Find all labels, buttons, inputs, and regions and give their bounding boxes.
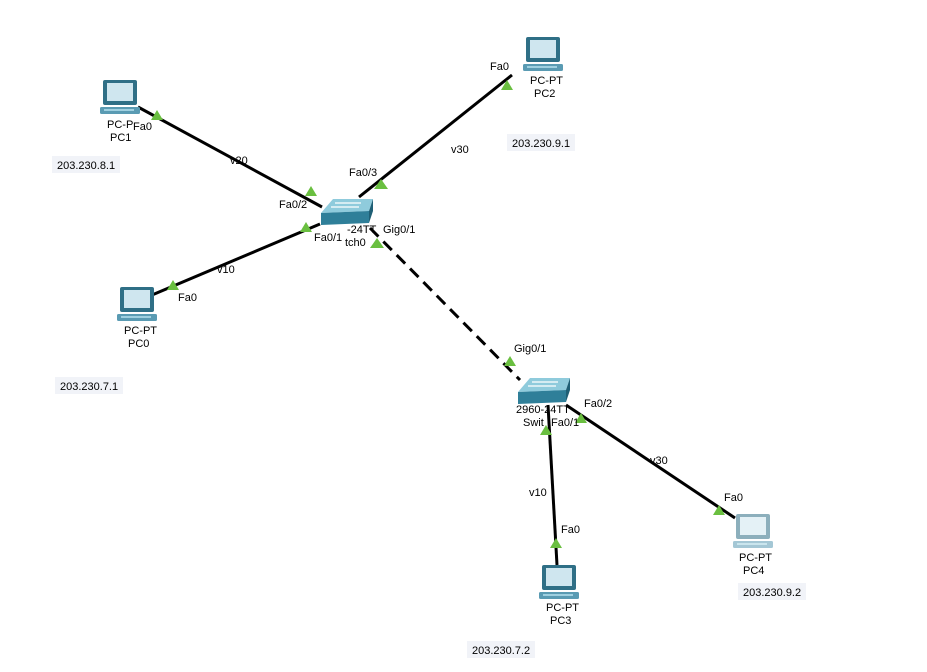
pc-icon[interactable] bbox=[733, 514, 773, 548]
device-pc3[interactable]: PC-PT PC3 bbox=[539, 565, 579, 627]
note-text: 203.230.7.2 bbox=[472, 645, 530, 657]
device-pc4-labels: PC-PT PC4 bbox=[739, 552, 772, 577]
vlan-labels: v20 v10 v30 v10 v30 bbox=[217, 144, 668, 499]
links bbox=[137, 73, 736, 566]
device-pc2[interactable]: PC-PT PC2 bbox=[523, 37, 563, 100]
pc-icon[interactable] bbox=[117, 287, 157, 321]
port-up-triangle bbox=[713, 505, 725, 515]
ip-note-pc4[interactable]: 203.230.9.2 bbox=[738, 583, 806, 600]
switch-icon[interactable] bbox=[517, 377, 571, 405]
pc-icon[interactable] bbox=[523, 37, 563, 71]
device-switch1[interactable]: 2960-24TT Swit bbox=[516, 377, 571, 429]
device-model: 2960-24TT bbox=[516, 404, 570, 416]
note-text: 203.230.9.2 bbox=[743, 587, 801, 599]
port-up-triangle bbox=[151, 110, 163, 120]
link-switch1-pc4[interactable] bbox=[565, 403, 736, 520]
port-status-markers bbox=[151, 80, 725, 548]
port-label: Fa0 bbox=[724, 492, 743, 504]
ip-note-pc3[interactable]: 203.230.7.2 bbox=[467, 641, 535, 658]
port-up-triangle bbox=[550, 538, 562, 548]
port-label: Gig0/1 bbox=[383, 224, 415, 236]
device-name: PC3 bbox=[550, 615, 571, 627]
note-text: 203.230.8.1 bbox=[57, 160, 115, 172]
device-model: PC-PT bbox=[546, 602, 579, 614]
port-label: Fa0 bbox=[133, 121, 152, 133]
link-pc1-switch0[interactable] bbox=[137, 105, 323, 209]
device-name: PC1 bbox=[110, 132, 131, 144]
device-name: Swit bbox=[523, 417, 544, 429]
vlan-label: v10 bbox=[217, 264, 235, 276]
port-label: Fa0 bbox=[490, 61, 509, 73]
device-name: PC0 bbox=[128, 338, 149, 350]
port-up-triangle bbox=[501, 80, 513, 90]
device-switch0[interactable]: -24TT tch0 bbox=[320, 198, 377, 249]
link-pc2-switch0[interactable] bbox=[358, 73, 513, 199]
note-text: 203.230.7.1 bbox=[60, 381, 118, 393]
device-pc1[interactable]: PC-P PC1 bbox=[100, 80, 140, 144]
vlan-label: v10 bbox=[529, 487, 547, 499]
port-label: Fa0/1 bbox=[314, 232, 342, 244]
ip-note-pc0[interactable]: 203.230.7.1 bbox=[55, 377, 123, 394]
port-label: Fa0 bbox=[178, 292, 197, 304]
port-label: Fa0/3 bbox=[349, 167, 377, 179]
port-up-triangle bbox=[575, 413, 587, 423]
switch-icon[interactable] bbox=[320, 198, 374, 226]
device-pc4[interactable] bbox=[733, 514, 773, 548]
device-pc0[interactable]: PC-PT PC0 bbox=[117, 287, 157, 350]
port-up-triangle bbox=[370, 238, 384, 248]
port-up-triangle bbox=[305, 186, 317, 196]
device-name: PC2 bbox=[534, 88, 555, 100]
link-pc0-switch0[interactable] bbox=[151, 222, 321, 297]
device-name: PC4 bbox=[743, 565, 764, 577]
link-switch0-switch1[interactable] bbox=[368, 226, 522, 382]
vlan-label: v20 bbox=[230, 155, 248, 167]
port-label: Fa0/2 bbox=[584, 398, 612, 410]
port-up-triangle bbox=[167, 280, 179, 290]
ip-note-pc2[interactable]: 203.230.9.1 bbox=[507, 134, 575, 151]
device-model: PC-PT bbox=[530, 75, 563, 87]
device-name: tch0 bbox=[345, 237, 366, 249]
port-up-triangle bbox=[374, 179, 388, 189]
device-model: PC-PT bbox=[124, 325, 157, 337]
port-label: Fa0/2 bbox=[279, 199, 307, 211]
port-label: Fa0 bbox=[561, 524, 580, 536]
port-up-triangle bbox=[540, 425, 552, 435]
device-model: PC-P bbox=[107, 119, 133, 131]
vlan-label: v30 bbox=[451, 144, 469, 156]
port-labels: Fa0 Fa0/2 Fa0/1 Fa0 Fa0/3 Fa0 Gig0/1 Gig… bbox=[133, 61, 743, 536]
device-model: PC-PT bbox=[739, 552, 772, 564]
port-up-triangle bbox=[300, 222, 312, 232]
port-up-triangle bbox=[504, 356, 516, 366]
ip-note-pc1[interactable]: 203.230.8.1 bbox=[52, 156, 120, 173]
port-label: Fa0/1 bbox=[551, 417, 579, 429]
pc-icon[interactable] bbox=[539, 565, 579, 599]
vlan-label: v30 bbox=[650, 455, 668, 467]
pc-icon[interactable] bbox=[100, 80, 140, 114]
device-model: -24TT bbox=[347, 224, 377, 236]
port-label: Gig0/1 bbox=[514, 343, 546, 355]
note-text: 203.230.9.1 bbox=[512, 138, 570, 150]
